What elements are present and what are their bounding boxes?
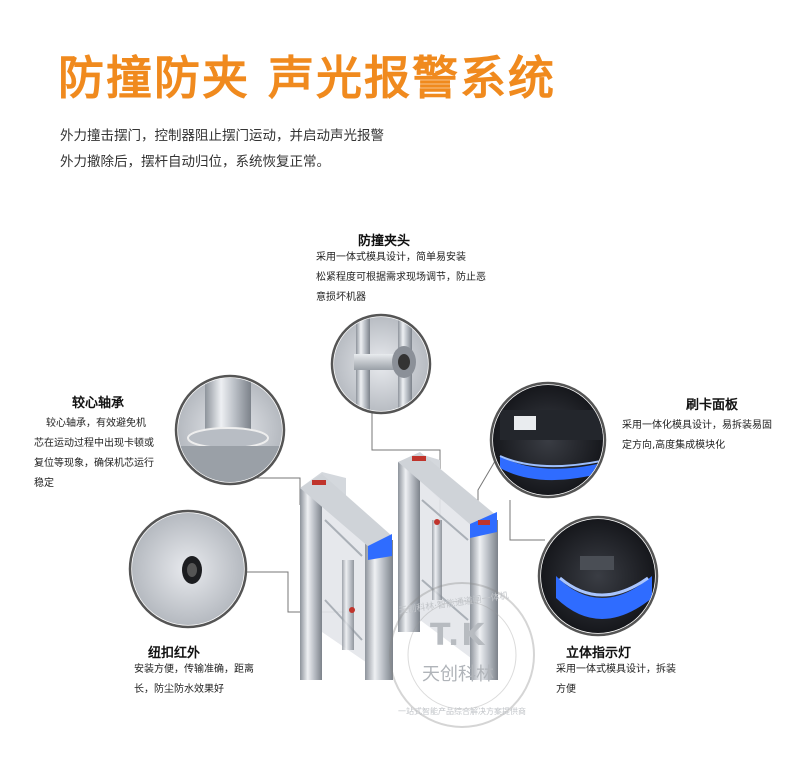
indicator-title: 立体指示灯 [566,646,632,661]
turnstile-right-cabinet [349,452,498,680]
card-panel-desc: 采用一体化模具设计，易拆装易固 定方向,高度集成模块化 [622,420,772,451]
infrared-title: 纽扣红外 [148,646,201,661]
card-panel-title: 刷卡面板 [686,398,739,413]
infrared-sensor-detail [128,509,248,629]
bearing-desc: 较心轴承，有效避免机 芯在运动过程中出现卡顿或 复位等现象，确保机芯运行 稳定 [34,418,154,489]
watermark-arc-bottom: 一站式智能产品综合解决方案提供商 [398,707,526,716]
turnstile-left-cabinet [300,472,393,680]
watermark-seal [389,582,535,728]
bearing-detail [174,374,286,486]
anti-pinch-clamp-detail [330,313,432,415]
bearing-title: 较心轴承 [72,396,125,411]
watermark-name: 天创科林 [422,664,494,685]
card-panel-detail [489,381,607,499]
intro-line-2: 外力撤除后，摆杆自动归位，系统恢复正常。 [60,154,330,170]
page-title: 防撞防夹 声光报警系统 [58,51,557,105]
intro-line-1: 外力撞击摆门，控制器阻止摆门运动，并启动声光报警 [60,128,384,144]
anti-pinch-desc: 采用一体式模具设计，简单易安装 松紧程度可根据需求现场调节，防止恶 意损坏机器 [316,252,486,303]
watermark-logo: T.K [430,618,487,653]
indicator-light-detail [537,515,659,637]
anti-pinch-title: 防撞夹头 [358,234,411,249]
infrared-desc: 安装方便，传输准确，距离 长，防尘防水效果好 [134,664,254,695]
indicator-desc: 采用一体式模具设计，拆装 方便 [556,664,676,695]
